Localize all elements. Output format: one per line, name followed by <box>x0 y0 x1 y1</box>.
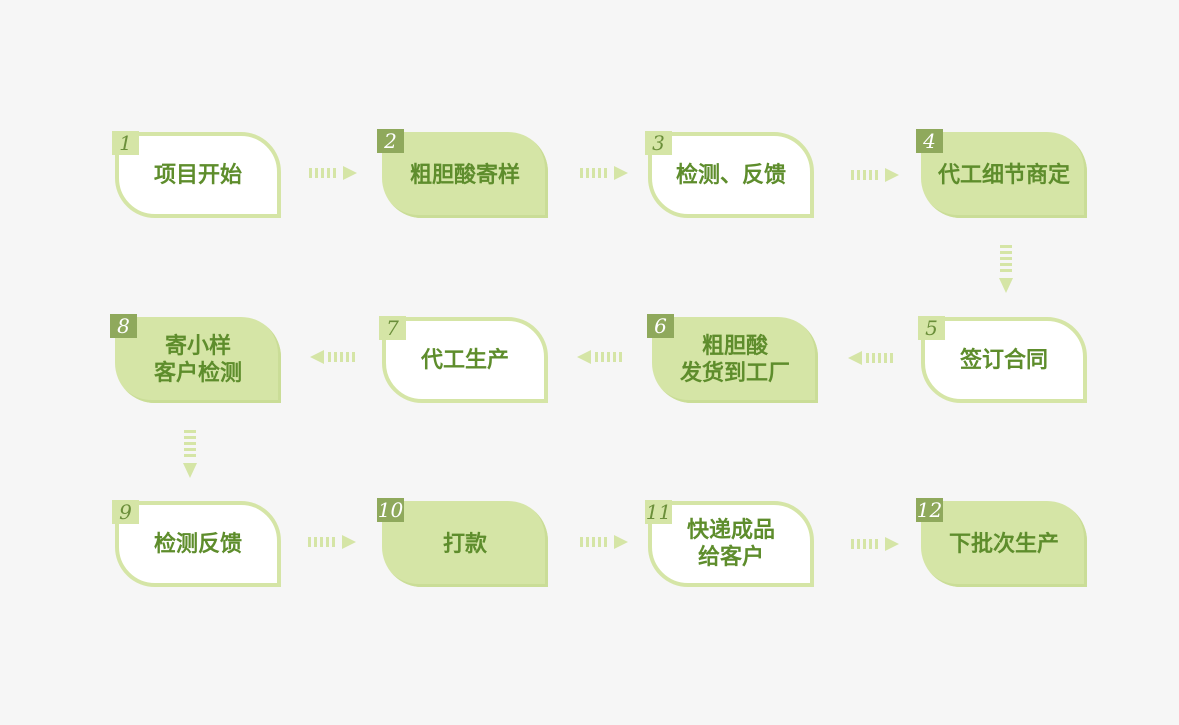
step-box-7: 7 代工生产 <box>379 316 548 403</box>
arrow-right-icon <box>309 166 357 180</box>
step-label: 下批次生产 <box>948 530 1059 557</box>
step-box-5: 5 签订合同 <box>918 316 1087 403</box>
step-label: 检测、反馈 <box>675 161 786 188</box>
step-number-badge: 4 <box>916 129 943 153</box>
arrow-down-icon <box>999 245 1013 293</box>
step-box-9: 9 检测反馈 <box>112 500 281 587</box>
step-label: 快递成品 给客户 <box>686 517 775 570</box>
step-number-badge: 7 <box>379 316 406 340</box>
step-number-badge: 2 <box>377 129 404 153</box>
arrow-down-icon <box>183 430 197 478</box>
step-label: 粗胆酸寄样 <box>409 161 520 188</box>
step-number-badge: 12 <box>916 498 943 522</box>
step-label: 签订合同 <box>959 346 1048 373</box>
arrow-left-icon <box>310 350 355 364</box>
step-box-10: 10 打款 <box>377 498 548 587</box>
step-label: 检测反馈 <box>153 530 242 557</box>
step-label: 寄小样 客户检测 <box>153 333 242 386</box>
step-box-1: 1 项目开始 <box>112 131 281 218</box>
step-number-badge: 11 <box>645 500 672 524</box>
step-number-badge: 9 <box>112 500 139 524</box>
step-number-badge: 5 <box>918 316 945 340</box>
step-box-11: 11 快递成品 给客户 <box>645 500 814 587</box>
step-box-8: 8 寄小样 客户检测 <box>110 314 281 403</box>
step-number-badge: 10 <box>377 498 404 522</box>
step-number-badge: 8 <box>110 314 137 338</box>
step-number-badge: 6 <box>647 314 674 338</box>
step-number-badge: 1 <box>112 131 139 155</box>
arrow-right-icon <box>580 535 628 549</box>
arrow-right-icon <box>580 166 628 180</box>
step-label: 粗胆酸 发货到工厂 <box>679 333 790 386</box>
step-label: 项目开始 <box>153 161 242 188</box>
arrow-left-icon <box>577 350 622 364</box>
step-label: 打款 <box>442 530 487 557</box>
step-label: 代工生产 <box>420 346 509 373</box>
step-label: 代工细节商定 <box>937 161 1070 188</box>
step-number-badge: 3 <box>645 131 672 155</box>
step-box-4: 4 代工细节商定 <box>916 129 1087 218</box>
arrow-right-icon <box>308 535 356 549</box>
arrow-right-icon <box>851 168 899 182</box>
arrow-left-icon <box>848 351 893 365</box>
arrow-right-icon <box>851 537 899 551</box>
